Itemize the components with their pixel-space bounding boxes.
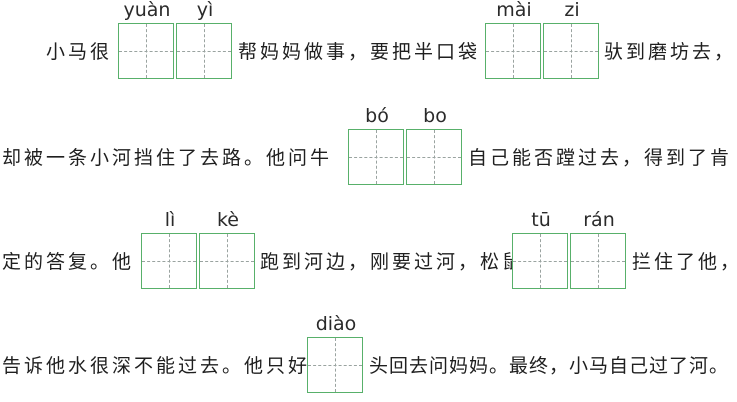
text-line-4: 告诉他水很深不能过去。他只好 diào 头回去问妈妈。最终，小马自己过了河。 bbox=[0, 313, 737, 393]
text-segment: 跑到河边，刚要过河，松鼠 bbox=[260, 251, 525, 273]
pinyin-label: rán bbox=[583, 209, 615, 231]
writing-box[interactable] bbox=[406, 129, 462, 185]
pinyin-label: kè bbox=[216, 209, 239, 231]
pinyin-label: bo bbox=[423, 105, 447, 127]
pinyin-label: tū bbox=[531, 209, 551, 231]
text-segment: 头回去问妈妈。最终，小马自己过了河。 bbox=[369, 355, 730, 377]
pinyin-label: yì bbox=[196, 0, 214, 21]
writing-box[interactable] bbox=[570, 233, 626, 289]
writing-box[interactable] bbox=[348, 129, 404, 185]
text-segment: 驮到磨坊去， bbox=[604, 41, 737, 63]
writing-box[interactable] bbox=[543, 23, 599, 79]
writing-box[interactable] bbox=[199, 233, 255, 289]
text-segment: 自己能否蹚过去，得到了肯 bbox=[468, 147, 733, 169]
text-segment: 小马很 bbox=[46, 41, 113, 63]
text-segment: 定的答复。他 bbox=[2, 251, 135, 273]
pinyin-label: yuàn bbox=[123, 0, 171, 21]
writing-box[interactable] bbox=[176, 23, 232, 79]
writing-box[interactable] bbox=[118, 23, 174, 79]
text-segment: 告诉他水很深不能过去。他只好 bbox=[2, 355, 311, 377]
pinyin-label: bó bbox=[365, 105, 389, 127]
text-segment: 却被一条小河挡住了去路。他问牛 bbox=[2, 147, 333, 169]
pinyin-label: zi bbox=[564, 0, 580, 21]
writing-box[interactable] bbox=[141, 233, 197, 289]
text-segment: 帮妈妈做事，要把半口袋 bbox=[238, 41, 481, 63]
text-line-3: 定的答复。他 lì kè 跑到河边，刚要过河，松鼠 tū rán 拦住了他， bbox=[0, 209, 737, 289]
pinyin-label: lì bbox=[164, 209, 176, 231]
writing-box[interactable] bbox=[307, 337, 363, 393]
text-segment: 拦住了他， bbox=[632, 251, 737, 273]
pinyin-label: mài bbox=[496, 0, 532, 21]
writing-box[interactable] bbox=[485, 23, 541, 79]
writing-box[interactable] bbox=[512, 233, 568, 289]
text-line-1: 小马很 yuàn yì 帮妈妈做事，要把半口袋 mài zi 驮到磨坊去， bbox=[0, 0, 737, 79]
text-line-2: 却被一条小河挡住了去路。他问牛 bó bo 自己能否蹚过去，得到了肯 bbox=[0, 105, 737, 185]
pinyin-label: diào bbox=[315, 313, 357, 335]
